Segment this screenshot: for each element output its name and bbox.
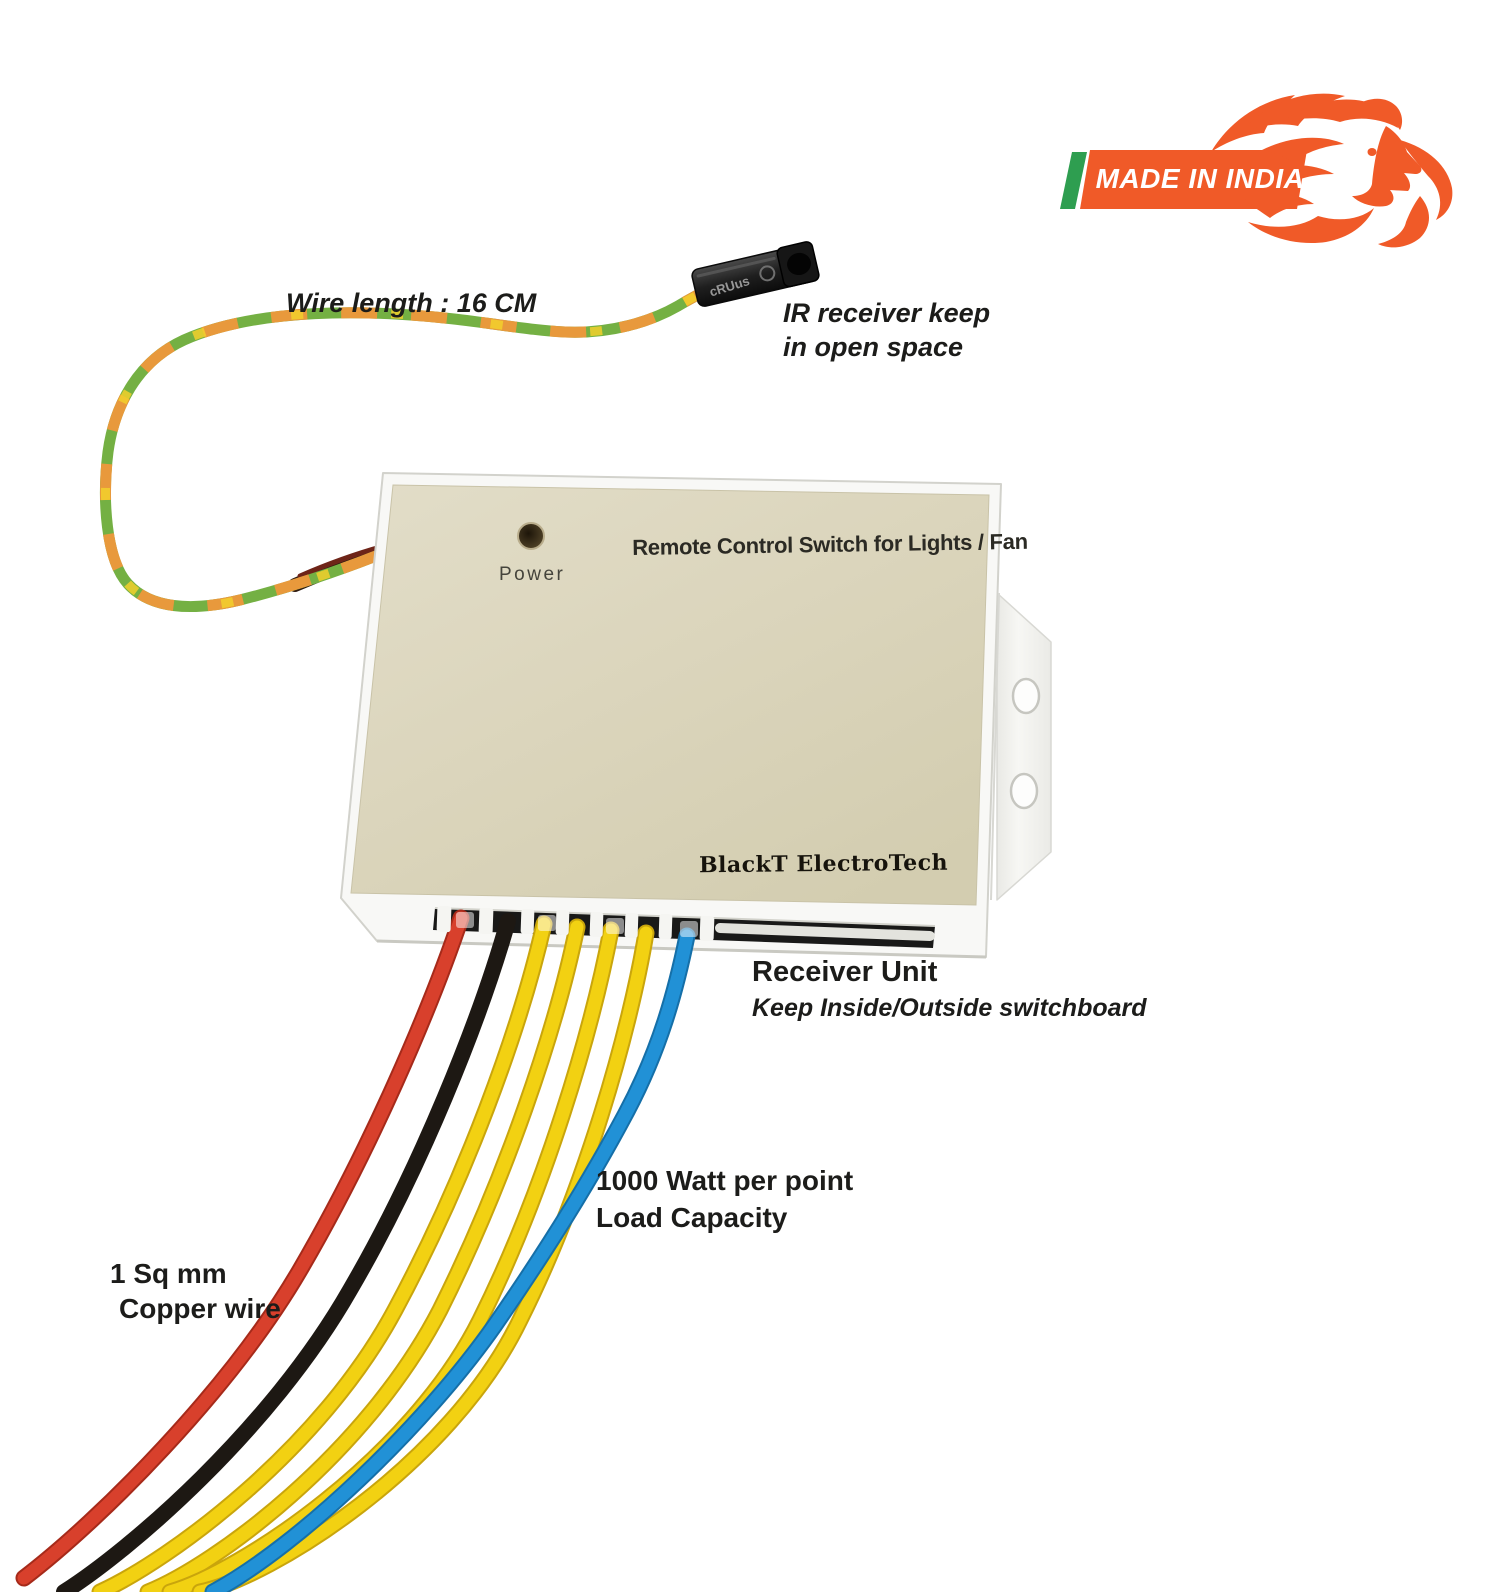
wire-yellow-1 [93,917,551,1592]
ir-wire [100,287,707,613]
wire-yellow-4 [193,926,653,1592]
badge-orange-banner [1080,150,1307,209]
wire-yellow-3 [163,923,618,1592]
ir-receiver-annotation: IR receiver keep in open space [783,296,990,364]
ir-receiver-annotation-line1: IR receiver keep [783,298,991,328]
wire-blue [206,929,694,1592]
receiver-unit-annotation: Receiver Unit [752,956,938,988]
power-led [517,522,545,550]
badge-green-stripe [1060,152,1087,209]
lion-icon [1211,93,1453,248]
wire-black [56,913,516,1592]
wire-gauge-annotation-line1: 1 Sq mm [110,1258,227,1289]
load-capacity-line1: 1000 Watt per point [596,1165,854,1196]
load-capacity-line2: Load Capacity [596,1202,788,1233]
wire-yellow-2 [141,920,584,1592]
device-box [340,472,1002,959]
wire-length-annotation: Wire length : 16 CM [286,288,537,318]
mounting-hole-bottom [1009,772,1039,810]
wire-gauge-annotation-line2: Copper wire [119,1293,281,1324]
load-capacity-annotation: 1000 Watt per point Load Capacity [596,1162,853,1236]
made-in-india-badge [1060,93,1453,248]
wire-red [17,911,468,1585]
made-in-india-label: MADE IN INDIA [1095,163,1305,194]
ir-receiver-annotation-line2: in open space [783,332,964,362]
ir-receiver-connector: cRUus [691,241,820,307]
mounting-flange [996,592,1052,901]
wire-slot-tabs [436,905,935,942]
mounting-hole-top [1011,677,1041,715]
brand-print: BlackT ElectroTech [698,849,949,879]
output-wires [15,909,696,1592]
receiver-unit-subtitle-annotation: Keep Inside/Outside switchboard [752,994,1147,1022]
device-label-sticker [350,484,990,906]
power-label-print: Power [499,564,566,585]
